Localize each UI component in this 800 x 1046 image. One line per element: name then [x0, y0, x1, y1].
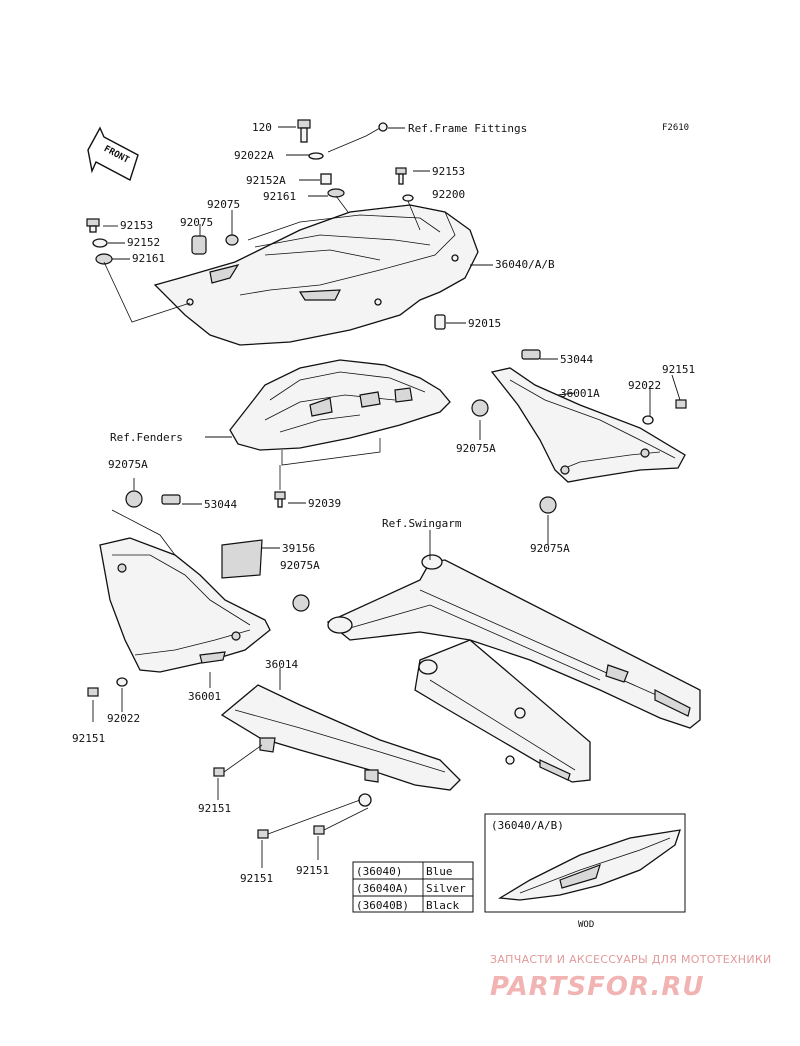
inset-36040-variant: (36040/A/B) WOD: [484, 813, 686, 930]
label-53044-left: 53044: [204, 498, 237, 511]
ref-frame-fittings: Ref.Frame Fittings: [408, 122, 527, 135]
washer-92022a-icon: [308, 152, 324, 160]
legend-code-1: (36040A): [356, 882, 409, 895]
swingarm-ref: [326, 554, 701, 783]
label-39156-icon: [221, 539, 263, 579]
rear-undertray: [229, 359, 451, 451]
collar-92152a-icon: [320, 173, 332, 185]
screw-92151-b1-icon: [213, 767, 225, 777]
chain-guard-36014: [220, 684, 461, 807]
damper-92075a-mid-icon: [471, 399, 489, 417]
bolt-120-icon: [297, 119, 311, 143]
label-92075a-right: 92075A: [530, 542, 570, 555]
legend-color-2: Black: [426, 899, 459, 912]
ref-fenders: Ref.Fenders: [110, 431, 183, 444]
damper-92075-left-icon: [191, 235, 207, 255]
label-92152a: 92152A: [246, 174, 286, 187]
damper-53044-left-icon: [161, 494, 181, 505]
label-92075a-mid: 92075A: [456, 442, 496, 455]
label-53044-right: 53044: [560, 353, 593, 366]
damper-92075a-left-icon: [125, 490, 143, 508]
diagram-code: F2610: [662, 123, 689, 133]
label-92161-left: 92161: [132, 252, 165, 265]
watermark-logo: PARTSFOR.RU: [490, 972, 704, 1002]
side-cover-36001a: [490, 367, 686, 483]
label-120: 120: [252, 121, 272, 134]
bolt-92039-icon: [274, 491, 286, 508]
legend-code-2: (36040B): [356, 899, 409, 912]
washer-92022-left-icon: [116, 677, 128, 687]
label-92151-b3: 92151: [296, 864, 329, 877]
label-92075-top: 92075: [207, 198, 240, 211]
label-92022-left: 92022: [107, 712, 140, 725]
label-92075a-center: 92075A: [280, 559, 320, 572]
label-92161-top: 92161: [263, 190, 296, 203]
damper-92075a-center-icon: [292, 594, 310, 612]
inset-label: (36040/A/B): [491, 819, 564, 832]
label-92075-left: 92075: [180, 216, 213, 229]
screw-92151-b3-icon: [313, 825, 325, 835]
screw-92153-left-icon: [86, 218, 100, 233]
label-92200: 92200: [432, 188, 465, 201]
grommet-92161-top-icon: [327, 188, 345, 198]
pin-92015-icon: [434, 314, 446, 330]
label-36040: 36040/A/B: [495, 258, 555, 271]
washer-92022-right-icon: [642, 415, 654, 425]
cable-icon: [327, 122, 388, 153]
label-92152: 92152: [127, 236, 160, 249]
label-39156: 39156: [282, 542, 315, 555]
label-92151-right: 92151: [662, 363, 695, 376]
screw-92151-right-icon: [675, 399, 687, 409]
collar-92152-icon: [92, 238, 108, 248]
damper-53044-right-icon: [521, 349, 541, 360]
inset-caption: WOD: [578, 920, 594, 930]
label-92151-left: 92151: [72, 732, 105, 745]
label-92015: 92015: [468, 317, 501, 330]
color-legend-table: (36040) Blue (36040A) Silver (36040B) Bl…: [352, 861, 474, 913]
label-92039: 92039: [308, 497, 341, 510]
label-36001a: 36001A: [560, 387, 600, 400]
seat-cowl-36040: [153, 204, 479, 346]
front-arrow-icon: FRONT: [87, 126, 139, 182]
damper-92075-top-icon: [225, 234, 239, 246]
ref-swingarm: Ref.Swingarm: [382, 517, 462, 530]
legend-code-0: (36040): [356, 865, 402, 878]
watermark-tagline: ЗАПЧАСТИ И АКСЕССУАРЫ ДЛЯ МОТОТЕХНИКИ: [490, 953, 772, 966]
screw-92153-right-icon: [395, 167, 407, 185]
label-92153-left: 92153: [120, 219, 153, 232]
label-92022-right: 92022: [628, 379, 661, 392]
label-92075a-left: 92075A: [108, 458, 148, 471]
legend-color-1: Silver: [426, 882, 466, 895]
side-cover-36001: [99, 537, 271, 673]
washer-92200-icon: [402, 194, 414, 202]
label-92151-b1: 92151: [198, 802, 231, 815]
watermark: ЗАПЧАСТИ И АКСЕССУАРЫ ДЛЯ МОТОТЕХНИКИ PA…: [490, 953, 772, 1002]
label-92022a: 92022A: [234, 149, 274, 162]
screw-92151-left-icon: [87, 687, 99, 697]
damper-92075a-right-icon: [539, 496, 557, 514]
label-92151-b2: 92151: [240, 872, 273, 885]
screw-92151-b2-icon: [257, 829, 269, 839]
label-36014: 36014: [265, 658, 298, 671]
label-36001: 36001: [188, 690, 221, 703]
legend-color-0: Blue: [426, 865, 453, 878]
label-92153-right: 92153: [432, 165, 465, 178]
